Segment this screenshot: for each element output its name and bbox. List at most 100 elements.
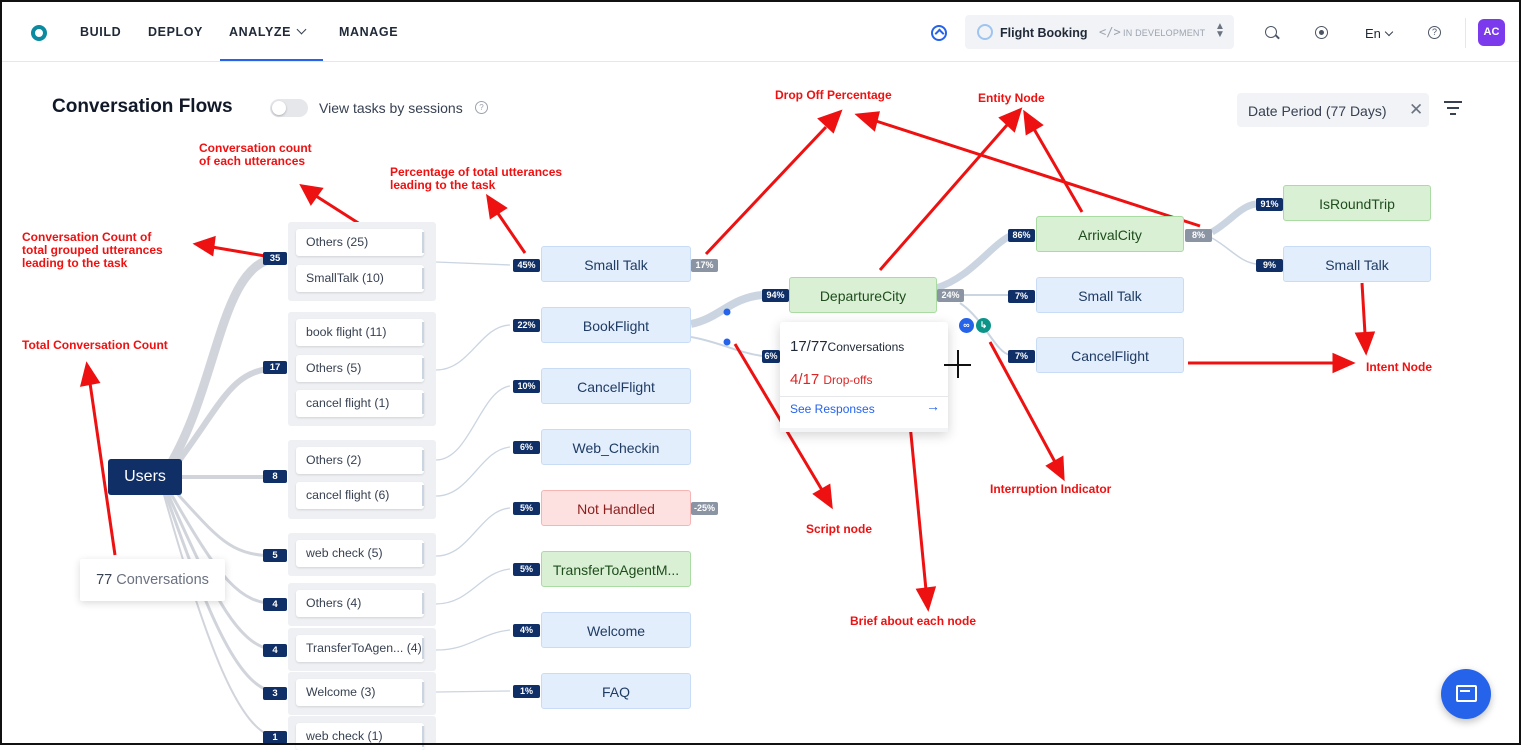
see-responses-link[interactable]: See Responses [790, 402, 875, 416]
toggle-label: View tasks by sessions [319, 100, 463, 116]
divider [1465, 18, 1466, 48]
annotation-total-count: Total Conversation Count [22, 338, 168, 352]
date-filter-label: Date Period (77 Days) [1248, 103, 1387, 119]
info-icon[interactable]: ? [475, 101, 488, 114]
language-label: En [1365, 26, 1381, 41]
sessions-toggle[interactable] [270, 99, 308, 117]
nav-manage[interactable]: MANAGE [339, 25, 399, 39]
utterance-item[interactable]: Welcome (3) [296, 679, 424, 706]
chat-icon [1456, 685, 1477, 702]
annotation-pct-total: Percentage of total utterances leading t… [390, 166, 562, 192]
search-icon[interactable] [1265, 26, 1277, 38]
arrow-right-icon[interactable]: → [926, 398, 940, 414]
utterance-group: book flight (11) Others (5) cancel fligh… [288, 312, 436, 426]
annotation-entity-node: Entity Node [978, 91, 1045, 105]
utterance-group: web check (1) [288, 716, 436, 750]
task-node-bookflight[interactable]: BookFlight [541, 307, 691, 343]
group-count-badge: 17 [263, 361, 287, 374]
node-percentage-badge: 9% [1256, 259, 1283, 272]
top-nav: BUILD DEPLOY ANALYZE MANAGE Flight Booki… [2, 2, 1519, 62]
group-count-badge: 8 [263, 470, 287, 483]
link-icon[interactable]: ∞ [959, 318, 974, 333]
entity-node-departure-city[interactable]: DepartureCity [789, 277, 937, 313]
publish-status-icon[interactable] [931, 25, 947, 41]
group-count-badge: 35 [263, 252, 287, 265]
intent-node-small-talk[interactable]: Small Talk [1036, 277, 1184, 313]
utterance-group: Welcome (3) [288, 672, 436, 715]
annotation-conv-count-grouped: Conversation Count of total grouped utte… [22, 231, 163, 270]
logo-icon[interactable] [31, 25, 47, 41]
task-node-faq[interactable]: FAQ [541, 673, 691, 709]
language-selector[interactable]: En [1365, 26, 1394, 41]
task-percentage-badge: 45% [513, 259, 540, 272]
group-count-badge: 4 [263, 598, 287, 611]
dropoff-badge: 24% [937, 289, 964, 302]
utterance-item[interactable]: Others (4) [296, 590, 424, 617]
avatar[interactable]: AC [1478, 19, 1505, 46]
total-count: 77 [96, 572, 113, 588]
annotation-interruption: Interruption Indicator [990, 482, 1112, 496]
chat-button[interactable] [1441, 669, 1491, 719]
annotation-script-node: Script node [806, 522, 873, 536]
annotation-intent-node: Intent Node [1366, 360, 1432, 374]
app-status: IN DEVELOPMENT [1123, 28, 1206, 38]
utterance-item[interactable]: TransferToAgen... (4) [296, 635, 424, 662]
entity-node-isroundtrip[interactable]: IsRoundTrip [1283, 185, 1431, 221]
redirect-icon[interactable]: ↳ [976, 318, 991, 333]
tooltip-dropoffs-value: 4/17 [790, 371, 820, 388]
task-percentage-badge: 1% [513, 685, 540, 698]
utterance-item[interactable]: book flight (11) [296, 319, 424, 346]
intent-node-small-talk-end[interactable]: Small Talk [1283, 246, 1431, 282]
nav-build[interactable]: BUILD [80, 25, 122, 39]
tooltip-dropoffs: 4/17 Drop-offs [790, 371, 873, 388]
nav-active-indicator [220, 59, 323, 61]
utterance-item[interactable]: Others (25) [296, 229, 424, 256]
nav-analyze-label: ANALYZE [229, 25, 292, 39]
app-name: Flight Booking [1000, 26, 1088, 40]
task-percentage-badge: 22% [513, 319, 540, 332]
utterance-item[interactable]: cancel flight (6) [296, 482, 424, 509]
nav-analyze[interactable]: ANALYZE [229, 24, 307, 39]
task-node-cancelflight[interactable]: CancelFlight [541, 368, 691, 404]
app-switcher[interactable]: Flight Booking </> IN DEVELOPMENT ▲▼ [965, 15, 1234, 49]
task-node-small-talk[interactable]: Small Talk [541, 246, 691, 282]
entity-node-arrival-city[interactable]: ArrivalCity [1036, 216, 1184, 252]
group-count-badge: 3 [263, 687, 287, 700]
task-node-web-checkin[interactable]: Web_Checkin [541, 429, 691, 465]
utterance-group: web check (5) [288, 533, 436, 576]
nav-deploy[interactable]: DEPLOY [148, 25, 203, 39]
dropoff-badge: 17% [691, 259, 718, 272]
group-count-badge: 1 [263, 731, 287, 744]
utterance-item[interactable]: cancel flight (1) [296, 390, 424, 417]
task-node-welcome[interactable]: Welcome [541, 612, 691, 648]
node-percentage-badge: 7% [1008, 350, 1035, 363]
users-node[interactable]: Users [108, 459, 182, 495]
task-percentage-badge: 5% [513, 502, 540, 515]
target-icon[interactable] [1315, 26, 1328, 39]
utterance-group: Others (4) [288, 583, 436, 626]
page-title: Conversation Flows [52, 96, 233, 117]
utterance-group: Others (2) cancel flight (6) [288, 440, 436, 519]
tooltip-conversations-label: Conversations [827, 340, 905, 354]
node-percentage-badge: 86% [1008, 229, 1035, 242]
task-percentage-badge: 10% [513, 380, 540, 393]
node-tooltip: 17/77Conversations 4/17 Drop-offs See Re… [780, 322, 948, 432]
tooltip-conversations-value: 17/77 [790, 338, 828, 355]
close-icon[interactable]: ✕ [1409, 100, 1424, 119]
filter-icon[interactable] [1444, 101, 1462, 115]
date-filter-chip[interactable]: Date Period (77 Days) ✕ [1237, 93, 1429, 127]
intent-node-cancelflight[interactable]: CancelFlight [1036, 337, 1184, 373]
task-node-not-handled[interactable]: Not Handled [541, 490, 691, 526]
help-icon[interactable]: ? [1428, 26, 1441, 39]
utterance-item[interactable]: SmallTalk (10) [296, 265, 424, 292]
tooltip-conversations: 17/77Conversations [790, 338, 904, 355]
utterance-item[interactable]: Others (5) [296, 355, 424, 382]
utterance-item[interactable]: web check (5) [296, 540, 424, 567]
task-node-transfer-to-agent[interactable]: TransferToAgentM... [541, 551, 691, 587]
utterance-item[interactable]: web check (1) [296, 723, 424, 750]
utterance-item[interactable]: Others (2) [296, 447, 424, 474]
tooltip-scrollbar [780, 428, 948, 432]
divider [780, 396, 948, 397]
annotation-drop-off: Drop Off Percentage [775, 88, 892, 102]
